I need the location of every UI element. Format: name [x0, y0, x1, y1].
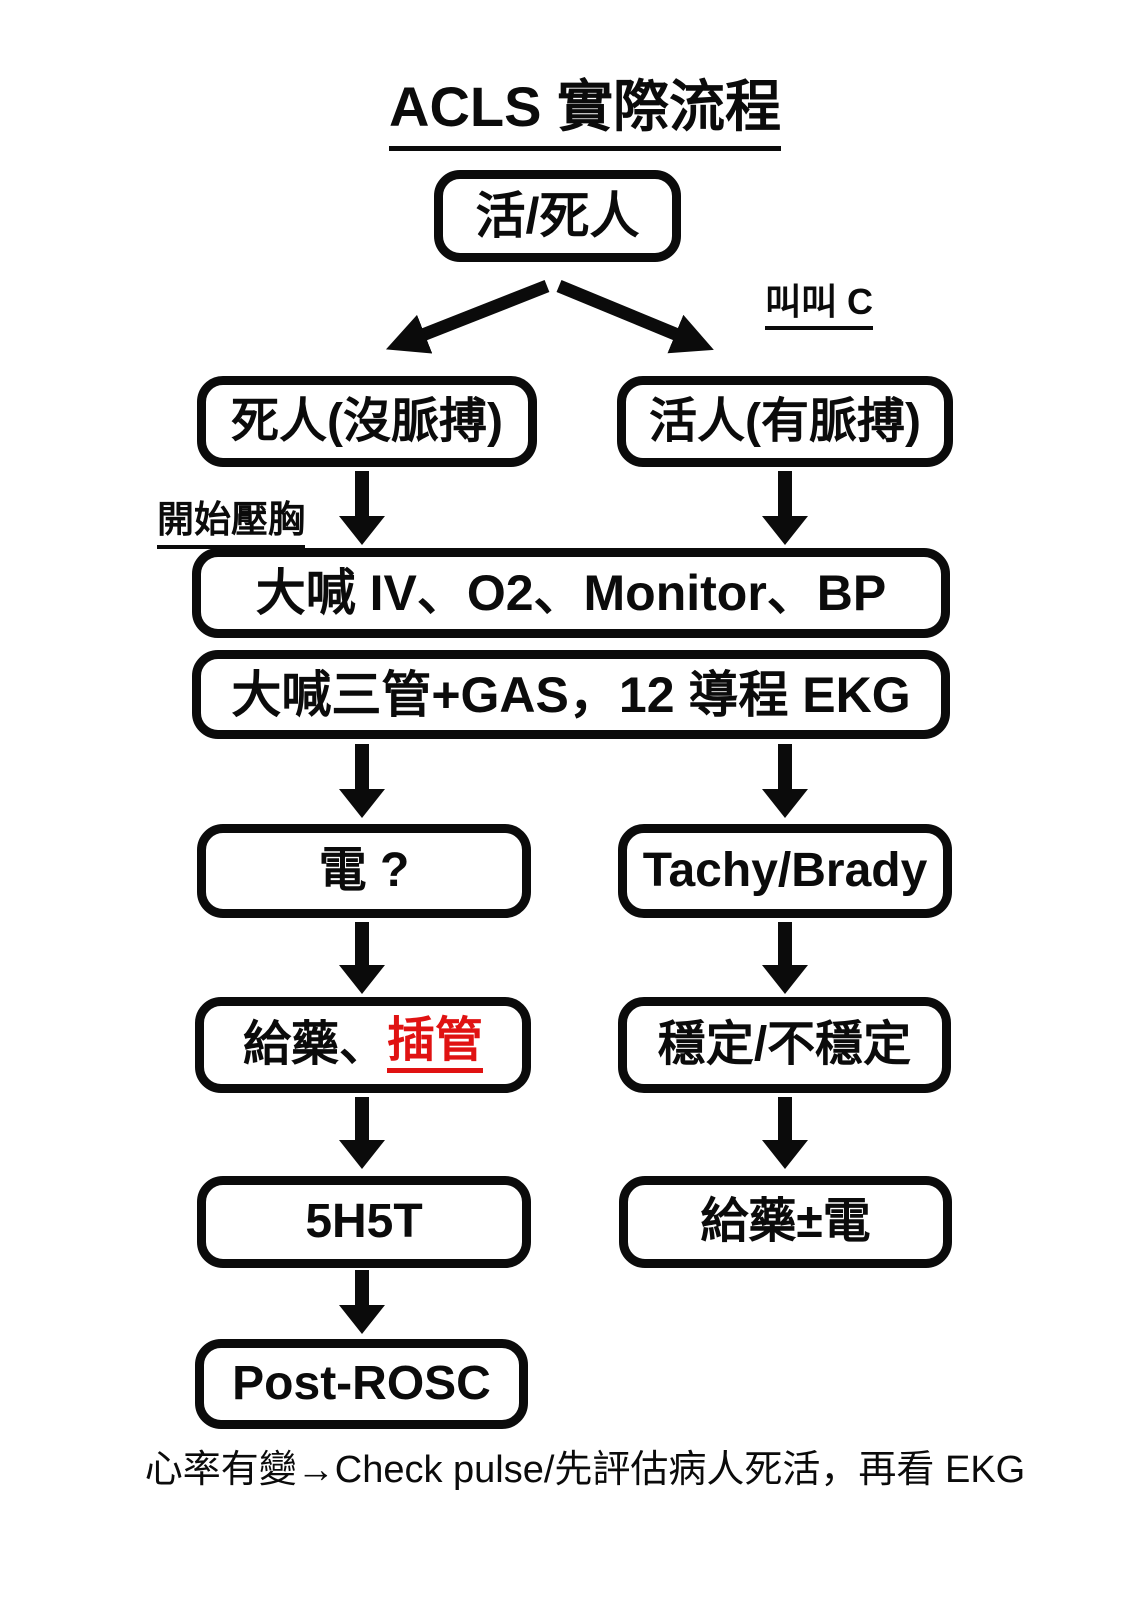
node-post-rosc: Post-ROSC	[195, 1339, 528, 1429]
arrow-down-icon	[762, 471, 808, 545]
arrow-down-icon	[762, 922, 808, 994]
footnote-text: 心率有變→Check pulse/先評估病人死活，再看 EKG	[144, 1449, 1026, 1491]
arrow-down-icon	[339, 1270, 385, 1334]
node-tachy-brady: Tachy/Brady	[618, 824, 952, 918]
intubate-red-text: 插管	[387, 1017, 484, 1073]
node-stable-unstable: 穩定/不穩定	[618, 997, 951, 1093]
arrow-down-icon	[339, 471, 385, 545]
node-shout-tubes-gas-ekg: 大喊三管+GAS，12 導程 EKG	[192, 650, 950, 739]
arrow-down-icon	[339, 1097, 385, 1169]
label-call-c: 叫叫 C	[765, 282, 874, 330]
page-title: ACLS 實際流程	[389, 76, 781, 151]
node-meds-plus-minus-shock: 給藥±電	[619, 1176, 952, 1268]
branch-arrow-left	[385, 279, 550, 354]
give-meds-text: 給藥、	[242, 1018, 387, 1071]
node-give-meds-intubate: 給藥、插管	[195, 997, 531, 1093]
arrow-down-icon	[762, 744, 808, 818]
branch-arrows-icon	[385, 279, 714, 354]
node-alive-or-dead: 活/死人	[434, 170, 681, 262]
arrow-down-icon	[762, 1097, 808, 1169]
arrow-down-icon	[339, 922, 385, 994]
node-shock-question: 電 ?	[197, 824, 531, 918]
branch-arrow-right	[556, 279, 714, 354]
arrow-down-icon	[339, 744, 385, 818]
node-5h5t: 5H5T	[197, 1176, 531, 1268]
label-start-compressions: 開始壓胸	[157, 499, 305, 549]
node-dead-no-pulse: 死人(沒脈搏)	[197, 376, 537, 467]
node-alive-has-pulse: 活人(有脈搏)	[617, 376, 953, 467]
node-shout-iv-o2-monitor-bp: 大喊 IV、O2、Monitor、BP	[192, 548, 950, 638]
